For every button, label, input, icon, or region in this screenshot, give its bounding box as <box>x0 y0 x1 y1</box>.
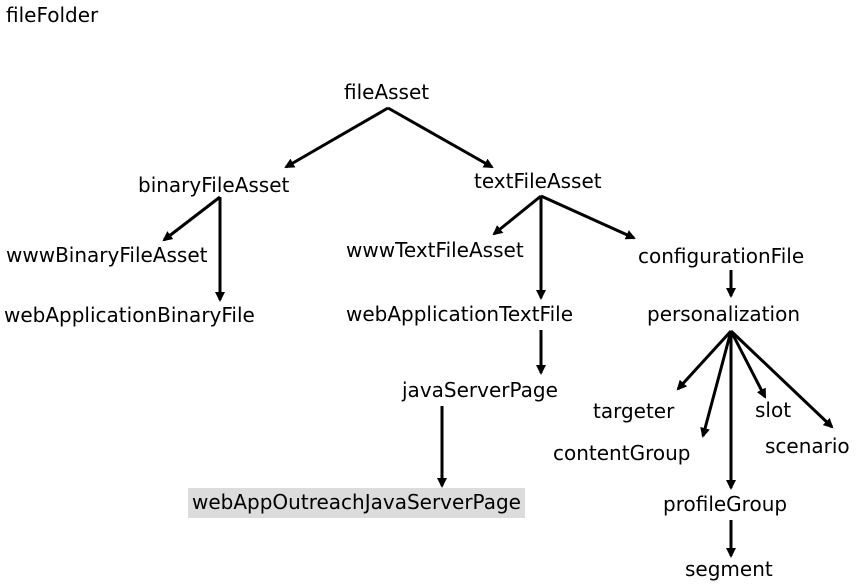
edge-fileAsset-binaryFileAsset <box>284 106 389 169</box>
edge-binaryFileAsset-wwwBinaryFileAsset <box>162 195 221 242</box>
node-configurationFile: configurationFile <box>638 244 805 268</box>
node-wwwTextFileAsset: wwwTextFileAsset <box>346 238 524 262</box>
node-webAppOutreachJavaServerPage: webAppOutreachJavaServerPage <box>188 488 525 518</box>
node-wwwBinaryFileAsset: wwwBinaryFileAsset <box>6 243 208 267</box>
edge-personalization-slot <box>729 330 767 399</box>
edge-personalization-targeter <box>676 329 733 391</box>
node-personalization: personalization <box>647 302 800 326</box>
node-textFileAsset: textFileAsset <box>474 169 602 193</box>
node-webApplicationTextFile: webApplicationTextFile <box>346 302 574 326</box>
node-profileGroup: profileGroup <box>663 492 788 516</box>
diagram-title: fileFolder <box>6 3 99 27</box>
node-binaryFileAsset: binaryFileAsset <box>138 173 290 197</box>
edge-personalization-scenario <box>729 329 834 429</box>
node-targeter: targeter <box>593 399 675 423</box>
node-segment: segment <box>685 557 773 581</box>
edge-fileAsset-textFileAsset <box>387 106 494 169</box>
node-fileAsset: fileAsset <box>344 80 430 104</box>
node-javaServerPage: javaServerPage <box>402 378 558 402</box>
node-webApplicationBinaryFile: webApplicationBinaryFile <box>4 303 255 327</box>
node-slot: slot <box>755 398 792 422</box>
edge-personalization-contentGroup <box>700 330 733 438</box>
node-contentGroup: contentGroup <box>553 441 691 465</box>
edge-textFileAsset-wwwTextFileAsset <box>492 194 542 236</box>
edge-textFileAsset-configurationFile <box>540 194 636 240</box>
node-scenario: scenario <box>765 434 850 458</box>
